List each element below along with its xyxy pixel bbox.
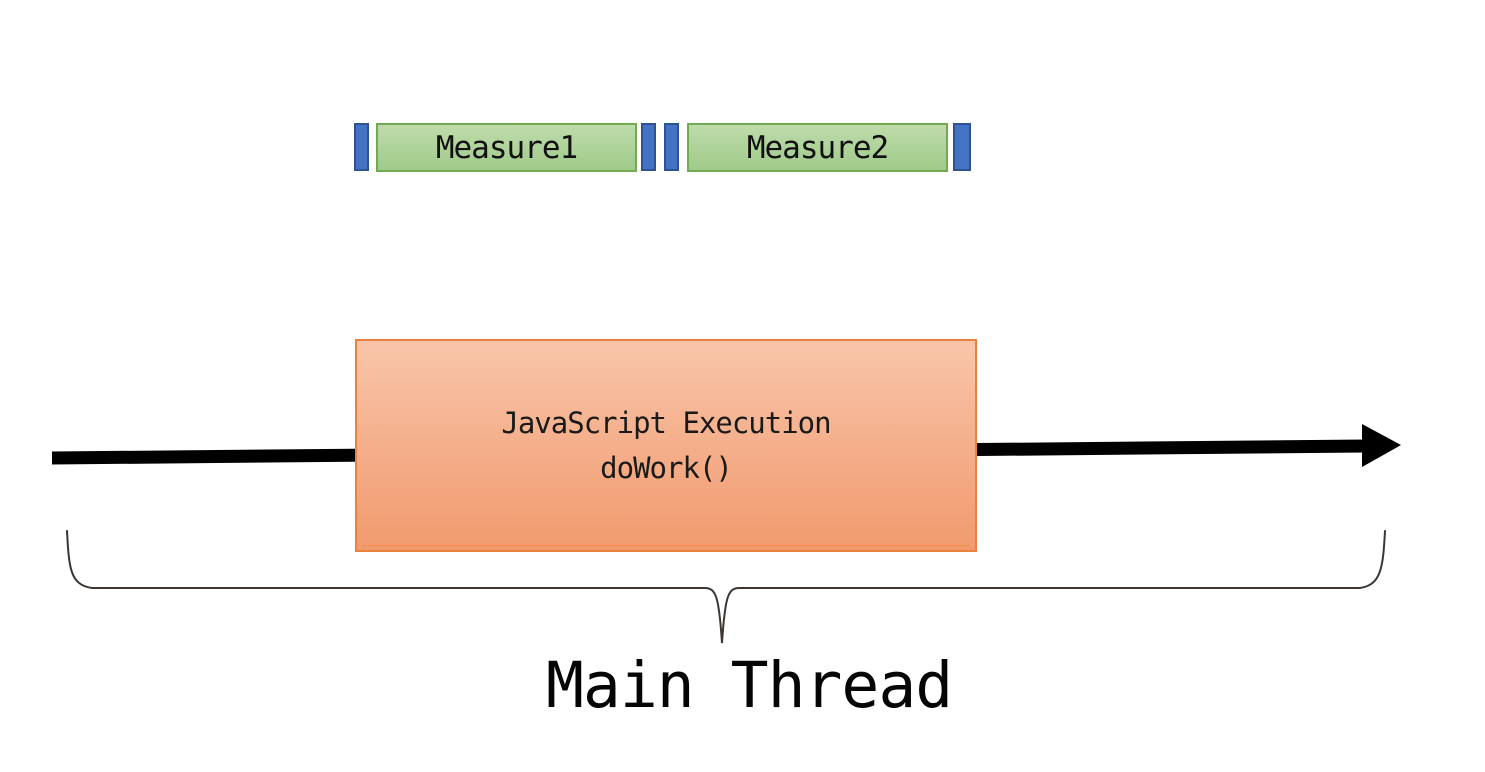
main-thread-caption: Main Thread bbox=[546, 649, 953, 722]
measure1-bar: Measure1 bbox=[376, 123, 637, 172]
mark-bar-icon bbox=[664, 123, 679, 171]
mark-bar-icon bbox=[953, 123, 971, 171]
measure2-bar: Measure2 bbox=[687, 123, 948, 172]
measure2-label: Measure2 bbox=[746, 129, 889, 166]
javascript-execution-box: JavaScript Execution doWork() bbox=[355, 339, 977, 552]
measure1-label: Measure1 bbox=[435, 129, 578, 166]
mark-bar-icon bbox=[641, 123, 656, 171]
execution-box-line2: doWork() bbox=[600, 450, 733, 485]
mark-bar-icon bbox=[354, 123, 369, 171]
execution-box-line1: JavaScript Execution bbox=[501, 405, 831, 440]
